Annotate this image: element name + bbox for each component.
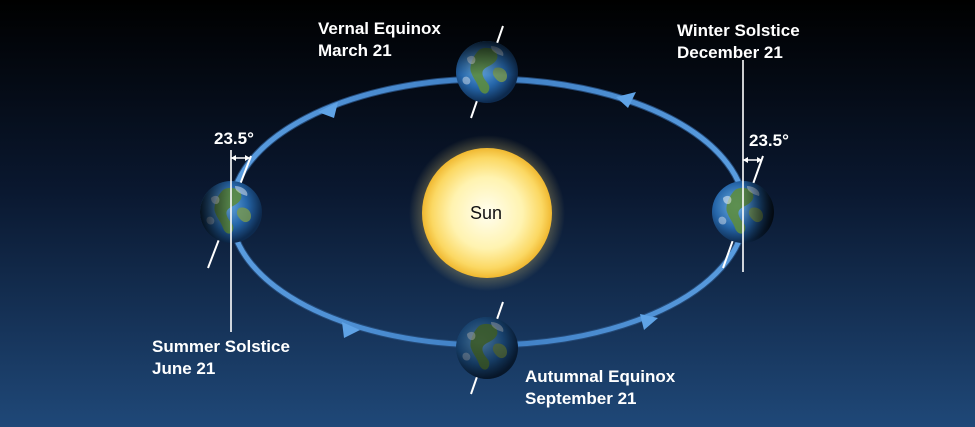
earth-vernal-icon xyxy=(456,25,518,119)
winter-solstice-label: Winter Solstice December 21 xyxy=(677,20,800,64)
orbit-arrow-icon xyxy=(616,92,636,108)
sun-label: Sun xyxy=(470,203,503,223)
vernal-equinox-date: March 21 xyxy=(318,41,392,60)
orbit-arrow-icon xyxy=(640,314,658,330)
earth-autumnal-icon xyxy=(456,301,518,395)
winter-solstice-name: Winter Solstice xyxy=(677,21,800,40)
autumnal-equinox-label: Autumnal Equinox September 21 xyxy=(525,366,675,410)
vernal-equinox-label: Vernal Equinox March 21 xyxy=(318,18,441,62)
autumnal-equinox-name: Autumnal Equinox xyxy=(525,367,676,386)
tilt-indicator-right xyxy=(743,157,762,163)
tilt-indicator-left xyxy=(231,155,250,161)
orbit-arrow-icon xyxy=(342,322,360,338)
tilt-angle-right: 23.5° xyxy=(749,131,789,150)
vernal-equinox-name: Vernal Equinox xyxy=(318,19,441,38)
tilt-angle-left: 23.5° xyxy=(214,129,254,148)
orbit-arrow-icon xyxy=(318,102,338,118)
summer-solstice-label: Summer Solstice June 21 xyxy=(152,336,290,380)
winter-solstice-date: December 21 xyxy=(677,43,783,62)
summer-solstice-name: Summer Solstice xyxy=(152,337,290,356)
sun-icon xyxy=(422,148,552,278)
summer-solstice-date: June 21 xyxy=(152,359,216,378)
autumnal-equinox-date: September 21 xyxy=(525,389,637,408)
